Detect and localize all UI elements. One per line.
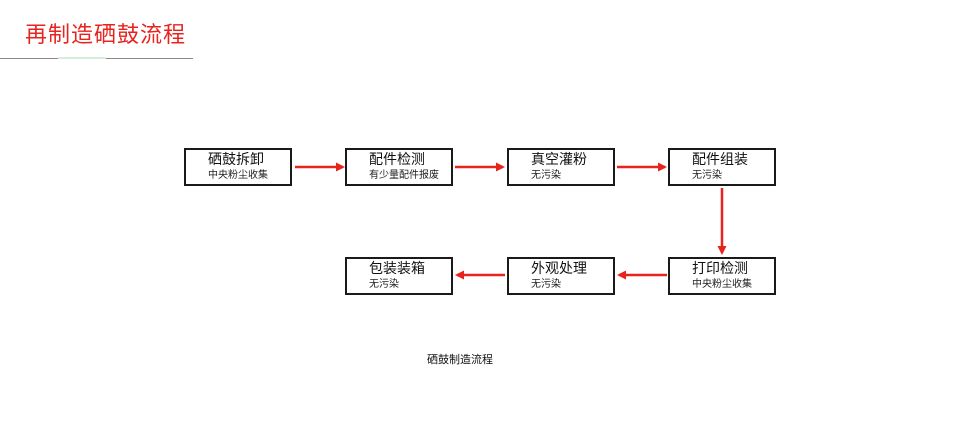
step-box-parts-assembly: 配件组装 无污染 [668,148,776,186]
step-box-vacuum-toner-filling: 真空灌粉 无污染 [507,148,615,186]
step-box-disassembly: 硒鼓拆卸 中央粉尘收集 [184,148,292,186]
step-title: 包装装箱 [369,261,425,277]
step-title: 配件组装 [692,152,748,168]
step-note: 无污染 [531,279,561,290]
step-title: 硒鼓拆卸 [208,152,264,168]
figure-caption: 硒鼓制造流程 [427,353,493,366]
page-title: 再制造硒鼓流程 [25,23,187,48]
step-title: 真空灌粉 [531,152,587,168]
step-note: 有少量配件报废 [369,170,439,181]
step-box-print-test: 打印检测 中央粉尘收集 [668,257,776,295]
step-box-appearance-treatment: 外观处理 无污染 [507,257,615,295]
title-divider-accent [58,57,106,59]
step-box-packing: 包装装箱 无污染 [345,257,453,295]
step-note: 无污染 [369,279,399,290]
step-note: 无污染 [692,170,722,181]
step-box-parts-inspection: 配件检测 有少量配件报废 [345,148,453,186]
step-title: 打印检测 [692,261,748,277]
step-note: 中央粉尘收集 [692,279,752,290]
step-note: 中央粉尘收集 [208,170,268,181]
step-note: 无污染 [531,170,561,181]
step-title: 外观处理 [531,261,587,277]
step-title: 配件检测 [369,152,425,168]
